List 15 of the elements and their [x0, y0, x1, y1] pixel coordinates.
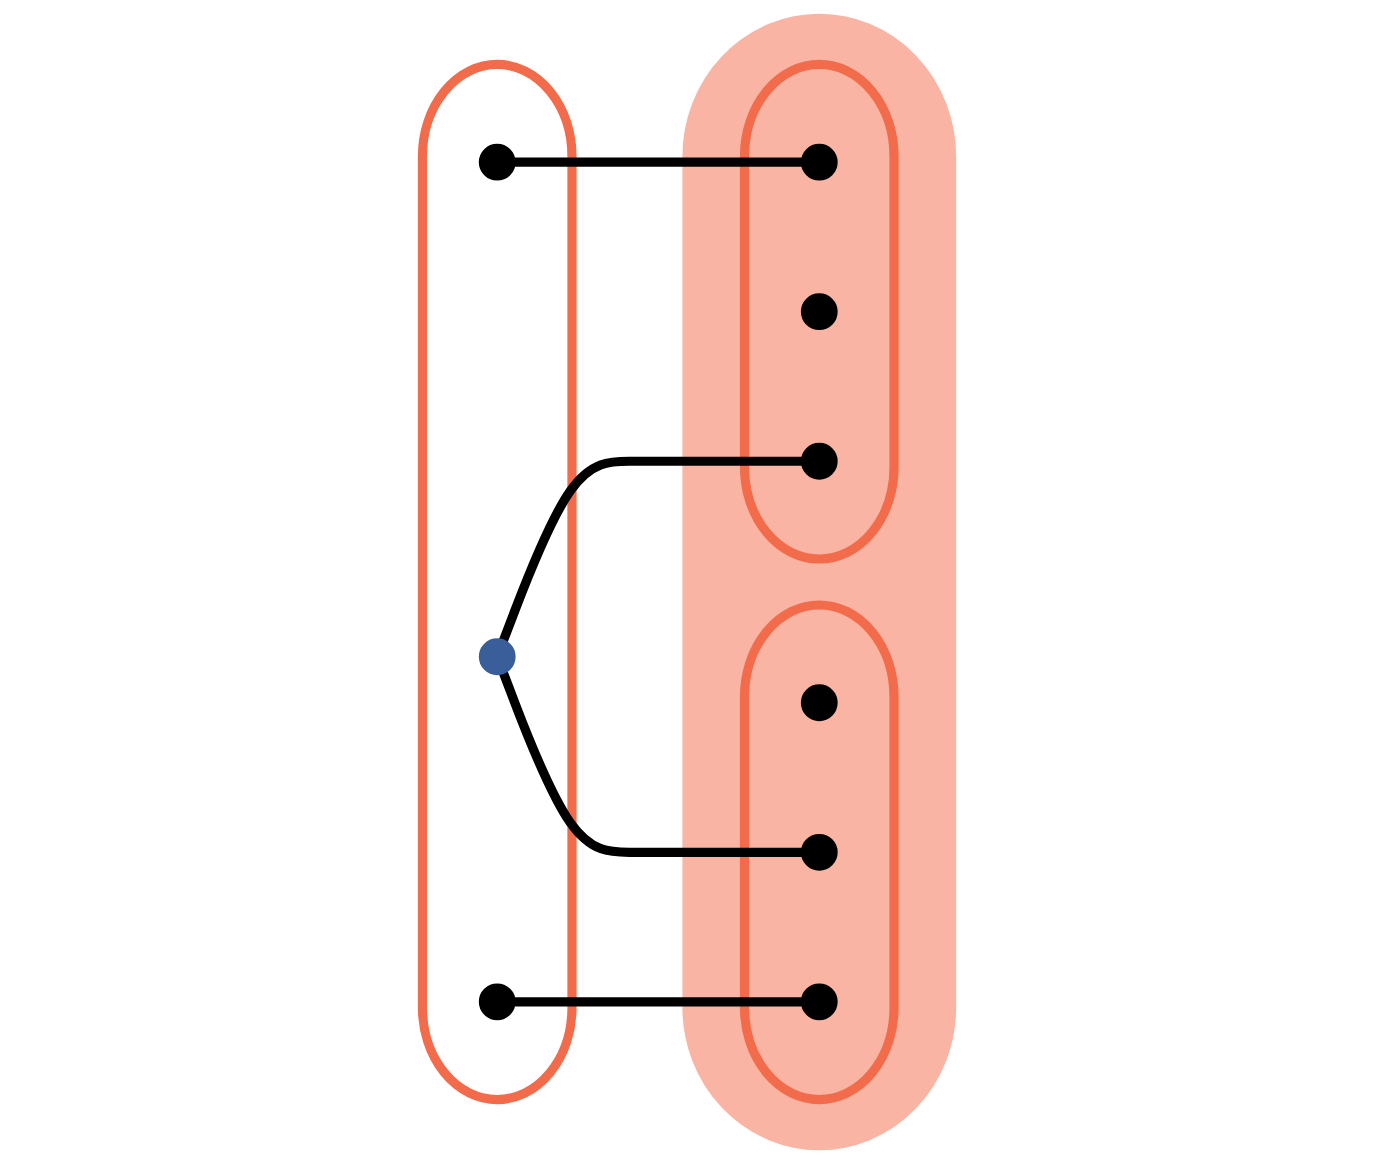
cluster	[739, 600, 899, 1105]
node-circle	[478, 143, 516, 181]
node-circle	[800, 293, 838, 331]
connector	[514, 997, 802, 1007]
node-circle	[478, 983, 516, 1021]
node-circle	[800, 983, 838, 1021]
node-circle	[478, 638, 516, 676]
cluster	[739, 59, 899, 564]
node-circle	[800, 684, 838, 722]
node-circle	[800, 442, 838, 480]
connector	[499, 671, 802, 857]
connector	[499, 456, 802, 643]
node-circle	[800, 833, 838, 871]
node-circle	[800, 143, 838, 181]
connector	[514, 157, 802, 167]
